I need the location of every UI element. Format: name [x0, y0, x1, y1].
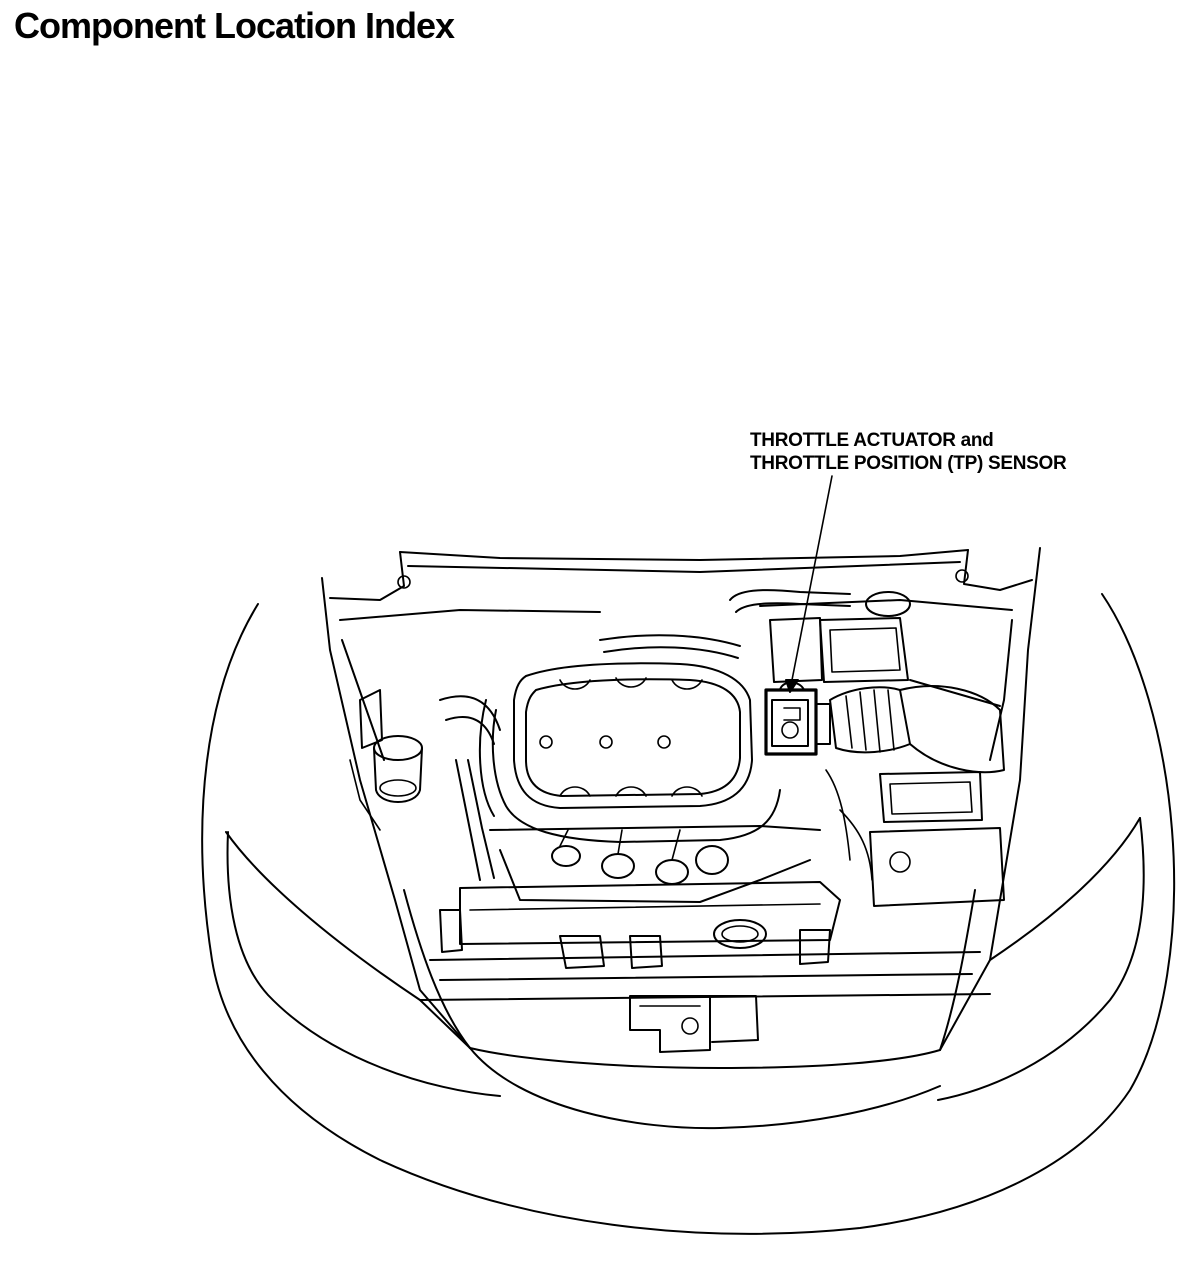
car-body-outline	[201, 593, 1176, 1235]
right-side-components	[825, 769, 1005, 907]
page-title: Component Location Index	[14, 5, 455, 46]
compartment-frame	[321, 547, 1041, 1049]
throttle-body	[764, 475, 833, 756]
intake-manifold	[478, 662, 781, 843]
throttle-callout-label: THROTTLE ACTUATOR and THROTTLE POSITION …	[750, 429, 1067, 475]
left-side-components	[349, 689, 501, 881]
callout-line-1: THROTTLE ACTUATOR and	[750, 430, 994, 451]
engine-front	[439, 825, 841, 1053]
air-intake	[599, 589, 1005, 774]
radiator-support	[419, 951, 991, 1001]
callout-line-2: THROTTLE POSITION (TP) SENSOR	[750, 453, 1067, 474]
